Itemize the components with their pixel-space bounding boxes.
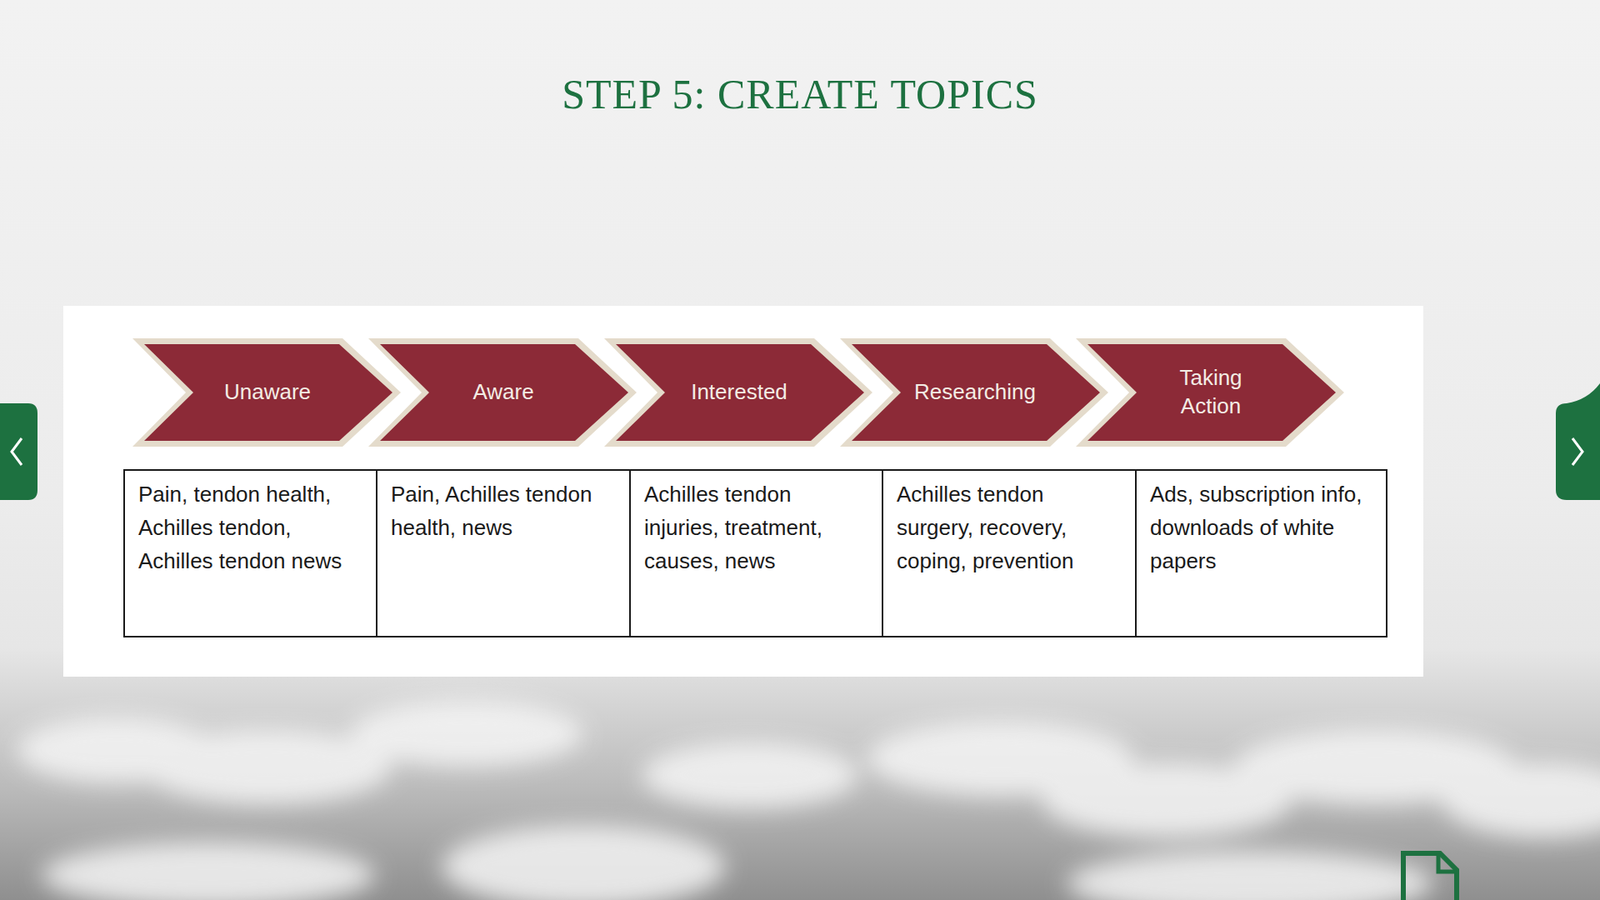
chevron-border — [840, 338, 1109, 447]
topic-cell: Ads, subscription info, downloads of whi… — [1135, 469, 1388, 638]
topic-text: Pain, Achilles tendon health, news — [390, 477, 620, 545]
chevron-fill — [380, 344, 629, 441]
topic-cell: Pain, tendon health, Achilles tendon, Ac… — [123, 469, 378, 638]
nav-tab-right — [1555, 383, 1600, 500]
stage-chevron: Aware — [368, 338, 637, 447]
document-icon-fold — [1438, 853, 1457, 872]
slide-title: STEP 5: CREATE TOPICS — [0, 70, 1600, 119]
stage-chevron: Researching — [840, 338, 1109, 447]
stage-chevron: Taking Action — [1075, 338, 1345, 447]
chevron-fill — [851, 344, 1100, 441]
stage-chevron: Interested — [604, 338, 873, 447]
chevron-fill — [1087, 344, 1336, 441]
chevron-border — [132, 338, 401, 447]
stage-label: Aware — [411, 378, 595, 407]
chevron-border — [604, 338, 873, 447]
topic-cell: Pain, Achilles tendon health, news — [375, 469, 631, 638]
chevron-fill — [144, 344, 393, 441]
stage-chevron: Unaware — [132, 338, 401, 447]
nav-arrow-left — [11, 438, 22, 465]
chevron-border — [1075, 338, 1345, 447]
topic-cell: Achilles tendon surgery, recovery, copin… — [881, 469, 1137, 638]
chevron-fill — [615, 344, 865, 441]
stage-label: Taking Action — [1152, 364, 1270, 421]
nav-arrow-right — [1572, 438, 1583, 465]
stage-label: Researching — [883, 378, 1067, 407]
chevron-border — [368, 338, 637, 447]
chevron-shape — [1075, 338, 1345, 447]
topic-cell: Achilles tendon injuries, treatment, cau… — [629, 469, 884, 638]
topic-text: Ads, subscription info, downloads of whi… — [1150, 477, 1376, 578]
topic-text: Achilles tendon injuries, treatment, cau… — [644, 477, 872, 578]
topic-text: Pain, tendon health, Achilles tendon, Ac… — [138, 477, 366, 578]
clouds — [16, 700, 1600, 900]
stage-label: Unaware — [175, 378, 360, 407]
topic-text: Achilles tendon surgery, recovery, copin… — [896, 477, 1125, 578]
nav-tab-left — [0, 403, 38, 500]
document-icon — [1403, 853, 1457, 900]
stage-label: Interested — [647, 378, 831, 407]
